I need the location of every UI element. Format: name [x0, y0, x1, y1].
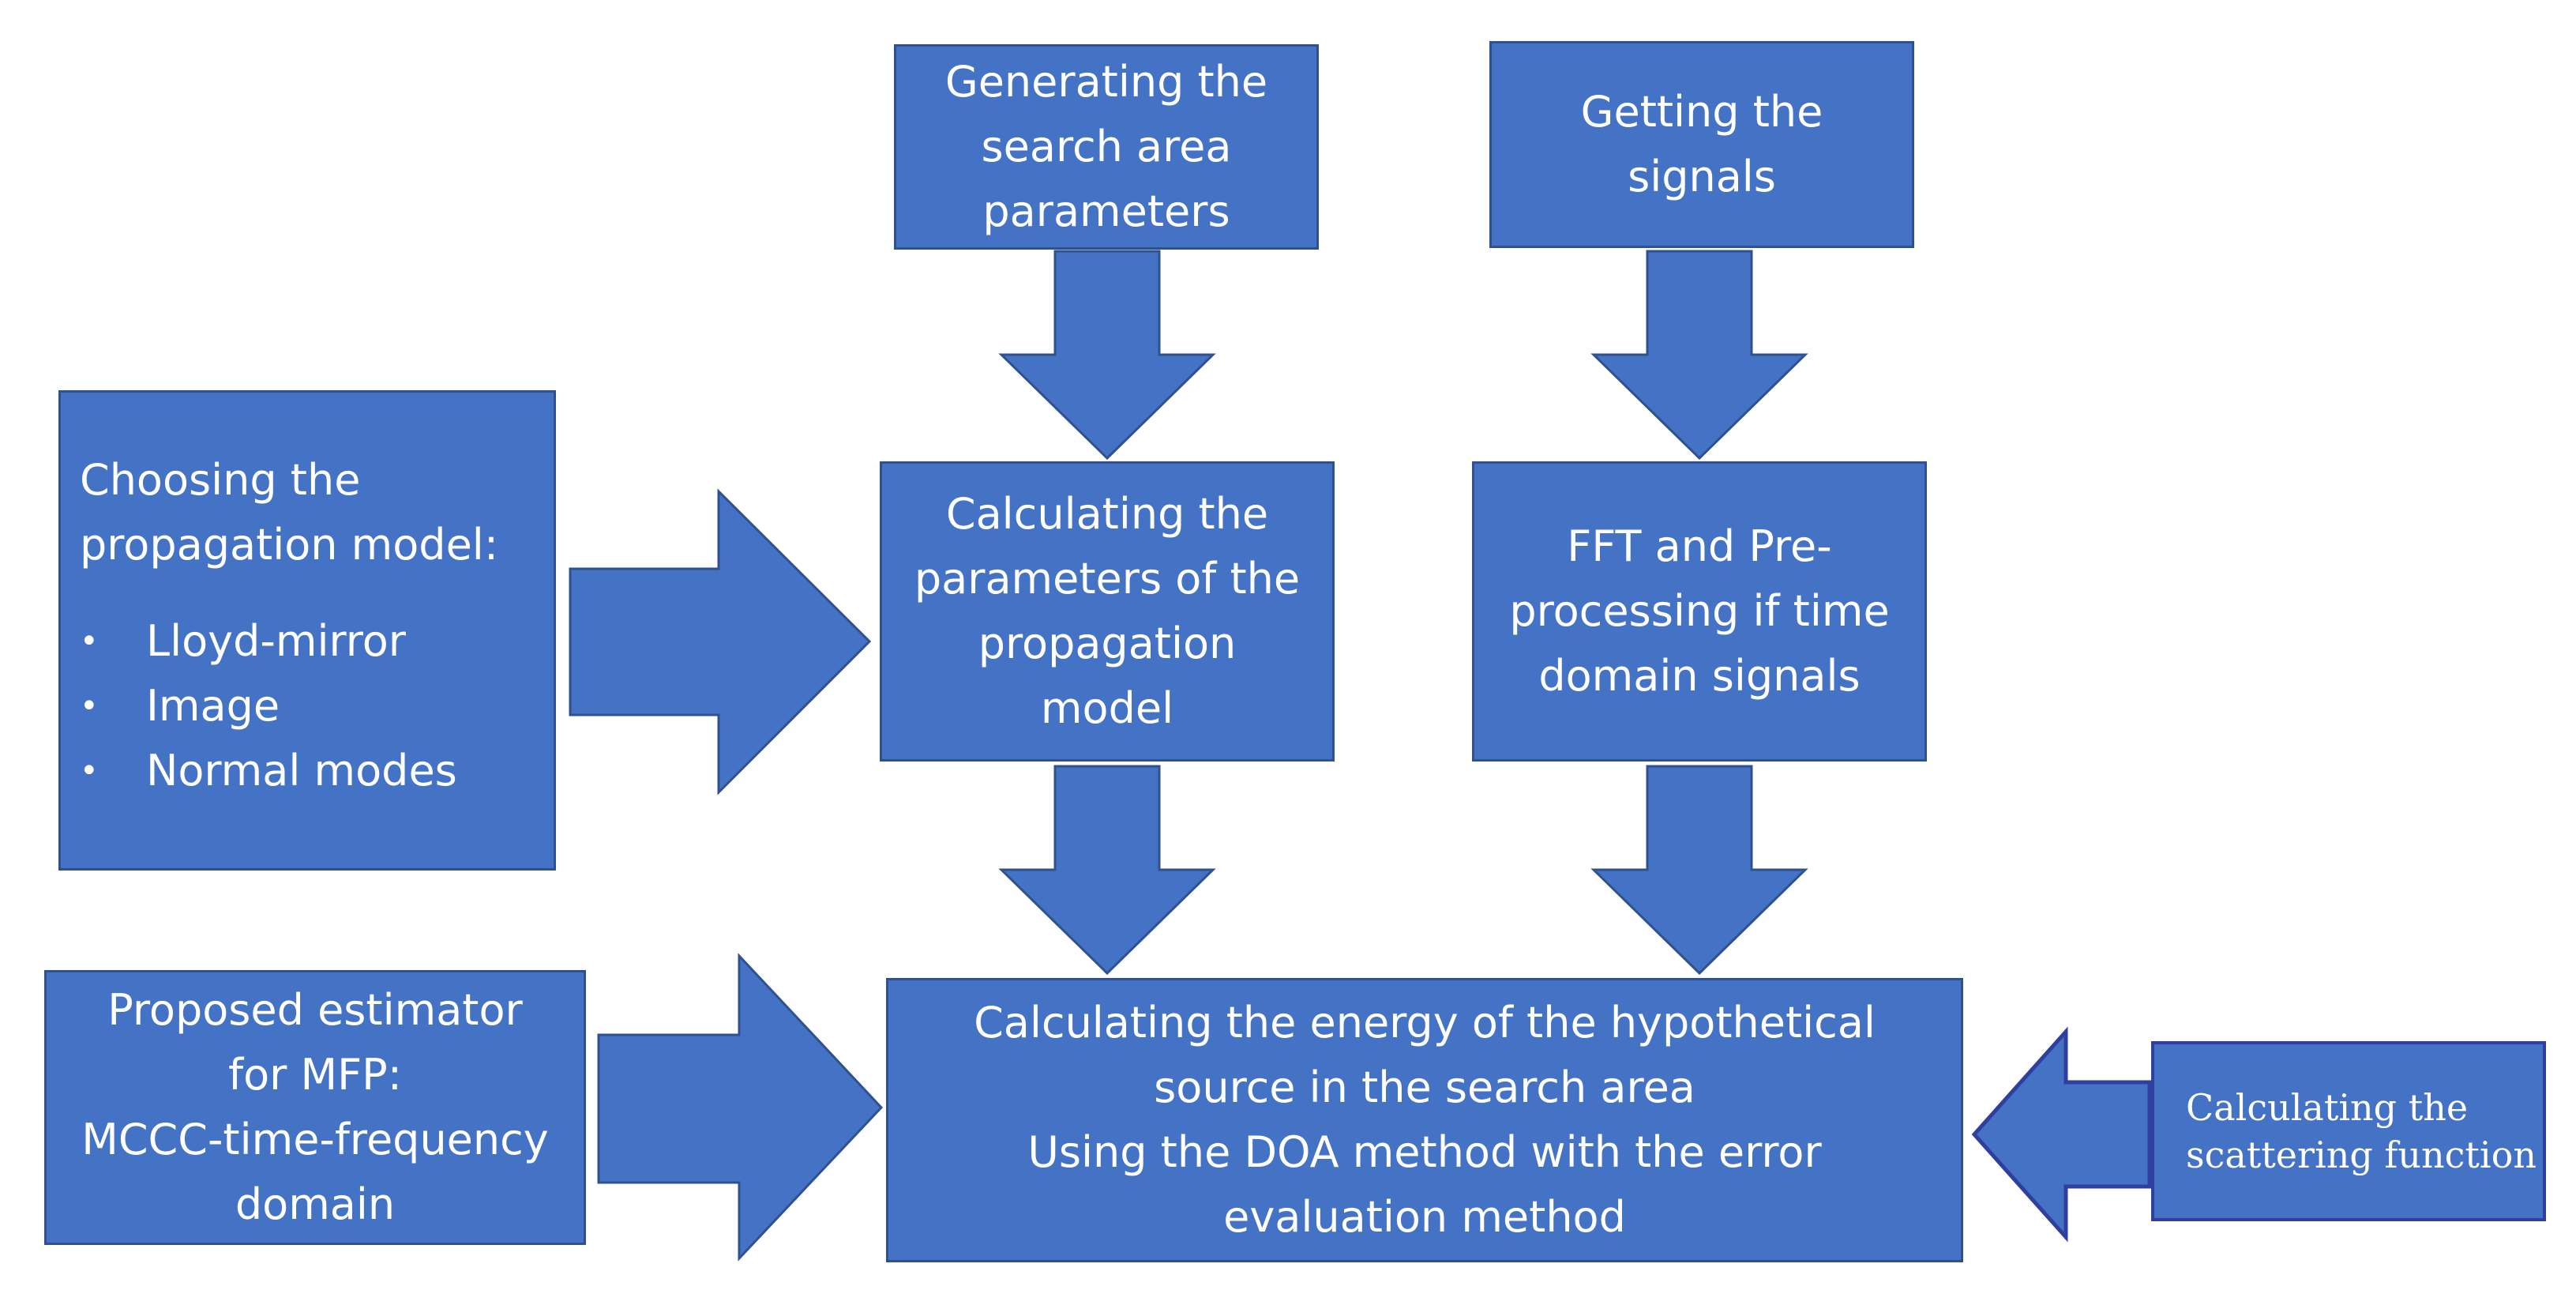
box-line: Getting the: [1580, 87, 1823, 137]
box-line: scattering function: [2186, 1134, 2537, 1176]
box-calculating-propagation-parameters: Calculating the parameters of the propag…: [880, 461, 1335, 762]
list-item: • Lloyd-mirror: [80, 609, 457, 674]
box-line: Calculating the energy of the hypothetic…: [974, 998, 1876, 1047]
box-getting-signals: Getting the signals: [1489, 41, 1914, 248]
bullet-icon: •: [80, 753, 99, 789]
box-line: source in the search area: [1154, 1062, 1695, 1112]
list-item: • Image: [80, 674, 457, 739]
box-line: for MFP:: [228, 1050, 402, 1100]
arrow-down-fft-to-energy: [1590, 765, 1808, 976]
box-fft-preprocessing: FFT and Pre- processing if time domain s…: [1472, 461, 1927, 762]
box-line: signals: [1628, 152, 1776, 201]
box-line: propagation: [978, 619, 1237, 668]
arrow-down-calc-params-to-energy: [998, 765, 1216, 976]
bullet-icon: •: [80, 623, 99, 660]
box-line: Generating the: [944, 57, 1268, 107]
arrow-down-getting-to-fft: [1590, 250, 1808, 461]
box-line: domain signals: [1538, 651, 1861, 701]
list-item: • Normal modes: [80, 739, 457, 803]
box-line: Using the DOA method with the error: [1027, 1127, 1822, 1177]
box-line: MCCC-time-frequency: [81, 1115, 549, 1164]
propagation-model-list: • Lloyd-mirror • Image • Normal modes: [80, 609, 457, 803]
box-proposed-estimator: Proposed estimator for MFP: MCCC-time-fr…: [44, 970, 586, 1245]
box-line: model: [1040, 683, 1174, 733]
list-item-label: Image: [146, 681, 280, 731]
box-energy-calculation: Calculating the energy of the hypothetic…: [886, 978, 1963, 1262]
arrow-down-generating-to-calc-params: [998, 250, 1216, 461]
box-line: parameters of the: [914, 554, 1301, 604]
arrow-right-choosing-to-calc-params: [569, 488, 872, 795]
box-line: search area: [981, 122, 1232, 171]
box-line: Choosing the: [80, 455, 361, 505]
box-generating-search-area: Generating the search area parameters: [894, 44, 1319, 250]
box-line: Calculating the: [945, 489, 1269, 539]
box-line: evaluation method: [1223, 1192, 1626, 1242]
box-line: processing if time: [1509, 586, 1890, 636]
box-line: FFT and Pre-: [1567, 521, 1832, 571]
list-item-label: Normal modes: [146, 746, 457, 795]
box-scattering-function: Calculating the scattering function: [2151, 1041, 2546, 1221]
bullet-icon: •: [80, 688, 99, 724]
box-line: Proposed estimator: [107, 985, 523, 1035]
box-line: parameters: [982, 186, 1230, 236]
box-line: domain: [235, 1179, 396, 1229]
box-line: Calculating the: [2186, 1086, 2469, 1129]
list-item-label: Lloyd-mirror: [146, 616, 406, 666]
arrow-right-estimator-to-energy: [597, 953, 884, 1262]
arrow-left-scattering-to-energy: [1971, 1026, 2152, 1243]
box-line: propagation model:: [80, 520, 499, 570]
box-choosing-propagation-model: Choosing the propagation model: • Lloyd-m…: [58, 390, 556, 871]
